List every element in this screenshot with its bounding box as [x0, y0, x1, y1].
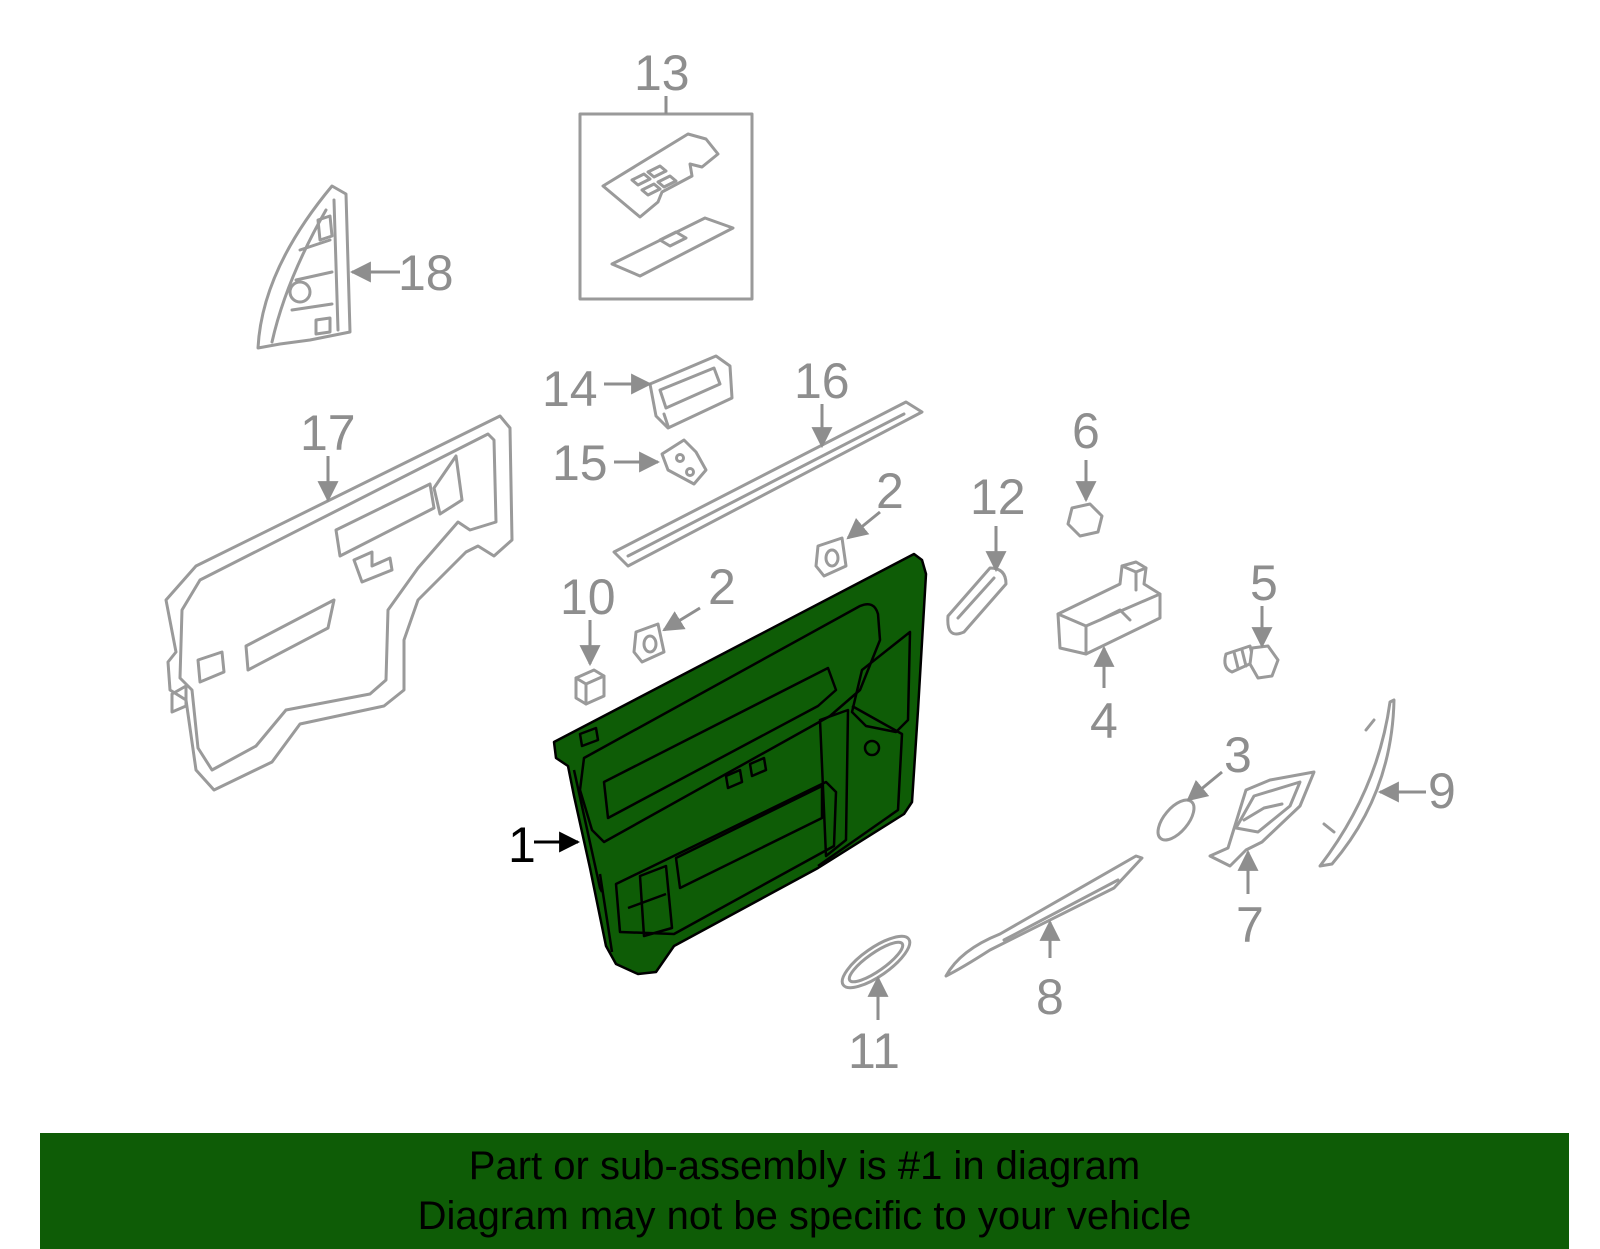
part-9-window-trim[interactable]: [1318, 698, 1396, 868]
callout-7: 7: [1236, 897, 1264, 953]
arrow-2-upper: [846, 510, 881, 540]
banner-line-2: Diagram may not be specific to your vehi…: [417, 1194, 1192, 1238]
part-18-mirror-trim[interactable]: [256, 184, 352, 350]
part-16-belt-molding[interactable]: [612, 400, 924, 568]
arrow-2-lower: [662, 606, 701, 632]
callout-9: 9: [1428, 763, 1456, 819]
callout-8: 8: [1036, 969, 1064, 1025]
arrow-3: [1186, 770, 1223, 802]
callout-17: 17: [300, 405, 356, 461]
callout-11: 11: [848, 1023, 900, 1079]
part-2-clip-lower[interactable]: [632, 622, 666, 664]
part-7-inner-handle[interactable]: [1208, 770, 1316, 868]
callout-15: 15: [552, 435, 608, 491]
part-11-grille[interactable]: [835, 928, 917, 997]
part-2-clip-upper[interactable]: [814, 536, 848, 578]
callout-16: 16: [794, 353, 850, 409]
callout-5: 5: [1250, 555, 1278, 611]
callout-2-upper: 2: [876, 463, 904, 519]
banner-line-1: Part or sub-assembly is #1 in diagram: [468, 1144, 1141, 1188]
callout-12: 12: [970, 469, 1026, 525]
part-13-switch-kit[interactable]: [578, 112, 754, 301]
part-17-door-frame[interactable]: [164, 414, 514, 792]
part-14-pull-cup[interactable]: [648, 354, 734, 430]
callout-14: 14: [542, 361, 598, 417]
part-12-grab-handle[interactable]: [946, 566, 1008, 636]
callout-4: 4: [1090, 693, 1118, 749]
callout-3: 3: [1224, 727, 1252, 783]
part-3-cap[interactable]: [1151, 794, 1200, 846]
part-8-lower-trim[interactable]: [944, 854, 1144, 978]
part-1-door-trim-panel[interactable]: [552, 552, 928, 976]
callout-18: 18: [398, 245, 454, 301]
callout-13: 13: [634, 45, 690, 101]
part-10-plug[interactable]: [574, 668, 606, 706]
callout-1: 1: [508, 817, 536, 873]
info-banner: Part or sub-assembly is #1 in diagram Di…: [40, 1133, 1569, 1249]
callout-10: 10: [560, 569, 616, 625]
part-6-nut[interactable]: [1066, 502, 1104, 538]
part-5-bolt[interactable]: [1223, 644, 1280, 680]
callout-6: 6: [1072, 403, 1100, 459]
callout-2-lower: 2: [708, 559, 736, 615]
part-15-bracket[interactable]: [660, 438, 708, 486]
part-4-armrest-bracket[interactable]: [1056, 560, 1162, 656]
